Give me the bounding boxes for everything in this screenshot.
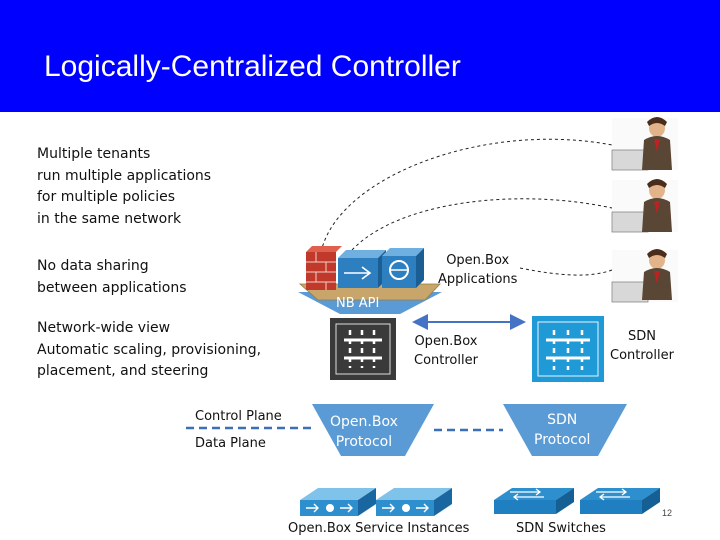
firewall-app-icon — [306, 246, 342, 290]
sdn-controller-line-1: SDN — [627, 329, 656, 344]
sdn-protocol-line-1: SDN — [547, 412, 578, 428]
user-link-2 — [351, 198, 613, 251]
openbox-controller-icon — [330, 318, 396, 380]
user-icon-1 — [611, 117, 678, 171]
openbox-protocol-line-1: Open.Box — [330, 414, 398, 430]
user-link-3 — [519, 267, 613, 276]
slide-title: Logically-Centralized Controller — [44, 50, 461, 83]
openbox-service-instances-label: Open.Box Service Instances — [288, 521, 470, 536]
tenants-line-2: run multiple applications — [37, 167, 212, 184]
openbox-protocol-funnel — [312, 404, 434, 456]
openbox-controller-label: Open.Box Controller — [414, 332, 478, 370]
service-instance-icon-1 — [300, 488, 376, 516]
sdn-switch-icon-2 — [580, 488, 660, 514]
slide-number: 12 — [662, 508, 673, 518]
openbox-applications-line-1: Open.Box — [446, 253, 510, 268]
openbox-controller-line-1: Open.Box — [414, 334, 478, 349]
security-app-icon — [382, 248, 424, 288]
tenants-line-4: in the same network — [37, 210, 182, 227]
sdn-controller-line-2: Controller — [610, 348, 674, 363]
no-sharing-line-2: between applications — [37, 279, 187, 296]
sdn-protocol-label: SDN Protocol — [534, 410, 590, 450]
user-link-1 — [319, 138, 613, 259]
openbox-controller-line-2: Controller — [414, 353, 478, 368]
data-plane-label: Data Plane — [195, 436, 266, 451]
network-view-text: Network-wide view Automatic scaling, pro… — [37, 318, 261, 383]
user-icon-2 — [611, 179, 678, 233]
tenants-line-1: Multiple tenants — [37, 146, 151, 162]
openbox-protocol-line-2: Protocol — [335, 434, 393, 450]
openbox-protocol-label: Open.Box Protocol — [330, 412, 398, 452]
load-balancer-app-icon — [338, 250, 386, 288]
sdn-controller-icon — [532, 316, 604, 382]
openbox-applications-label: Open.Box Applications — [438, 251, 517, 289]
service-instance-icon-2 — [376, 488, 452, 516]
no-sharing-text: No data sharing between applications — [37, 256, 187, 299]
network-view-line-2: Automatic scaling, provisioning, — [37, 341, 262, 358]
tenants-text: Multiple tenants run multiple applicatio… — [37, 144, 211, 230]
network-view-line-1: Network-wide view — [37, 320, 171, 336]
no-sharing-line-1: No data sharing — [37, 258, 149, 274]
nb-api-label: NB API — [336, 296, 380, 311]
sdn-controller-label: SDN Controller — [610, 327, 674, 365]
sdn-switch-icon-1 — [494, 488, 574, 514]
user-icon-3 — [611, 249, 678, 303]
network-view-line-3: placement, and steering — [37, 363, 209, 379]
sdn-switches-label: SDN Switches — [516, 521, 606, 536]
control-plane-label: Control Plane — [195, 409, 282, 424]
openbox-applications-line-2: Applications — [438, 272, 518, 287]
sdn-protocol-funnel — [503, 404, 627, 456]
sdn-protocol-line-2: Protocol — [534, 432, 591, 448]
tenants-line-3: for multiple policies — [37, 189, 176, 205]
title-bar: Logically-Centralized Controller — [0, 0, 720, 112]
